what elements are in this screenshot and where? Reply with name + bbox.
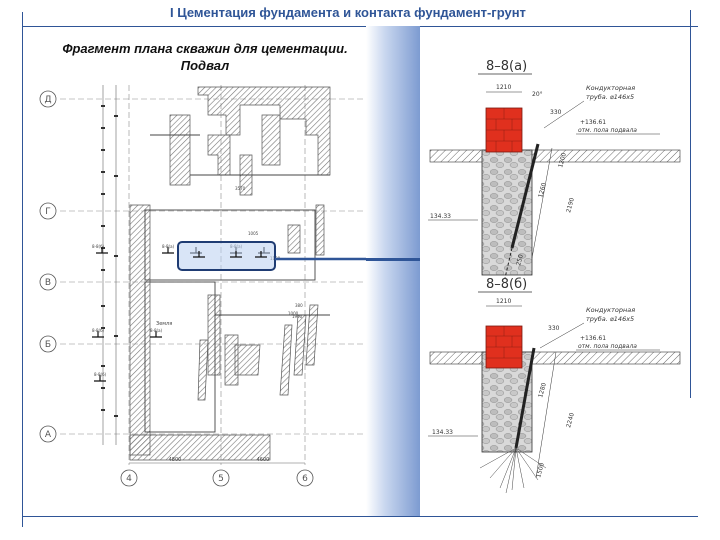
svg-text:Кондукторная: Кондукторная <box>586 306 635 314</box>
svg-text:1260: 1260 <box>537 182 548 199</box>
svg-text:1900: 1900 <box>292 314 303 319</box>
axis-row-v: В <box>45 278 51 288</box>
svg-text:8-8(а): 8-8(а) <box>150 328 163 333</box>
svg-text:труба. ⌀146x5: труба. ⌀146x5 <box>586 93 634 101</box>
axis-col-5: 5 <box>218 474 224 484</box>
svg-text:134.33: 134.33 <box>432 429 453 436</box>
svg-text:380: 380 <box>295 303 303 308</box>
decorative-gradient-band <box>366 26 420 516</box>
svg-text:1005: 1005 <box>248 231 259 236</box>
frame-bottom-line <box>22 516 698 517</box>
svg-text:8-8(б): 8-8(б) <box>92 328 105 333</box>
svg-text:1210: 1210 <box>496 298 511 305</box>
dim-bottom-2: 4600 <box>257 457 270 463</box>
axis-row-a: А <box>45 430 52 440</box>
section-b-title: 8–8(б) <box>486 277 527 292</box>
axis-row-g: Г <box>45 207 51 217</box>
svg-text:1210: 1210 <box>496 84 511 91</box>
svg-text:2190: 2190 <box>565 197 576 214</box>
room-label: Земля <box>156 321 172 327</box>
frame-left-line <box>22 12 23 527</box>
section-a-title: 8–8(а) <box>486 59 527 74</box>
axis-col-4: 4 <box>126 474 132 484</box>
svg-text:250: 250 <box>515 253 525 266</box>
highlighted-boreholes-box <box>177 241 276 271</box>
axis-row-d: Д <box>44 95 51 105</box>
svg-text:134.33: 134.33 <box>430 213 451 220</box>
svg-text:8-8(а): 8-8(а) <box>162 244 175 249</box>
svg-text:8-8(б): 8-8(б) <box>92 244 105 249</box>
axis-col-6: 6 <box>302 474 308 484</box>
dim-bottom-1: 4800 <box>169 457 182 463</box>
axis-row-b: Б <box>45 340 51 350</box>
svg-text:330: 330 <box>550 109 562 116</box>
svg-text:2240: 2240 <box>565 412 576 429</box>
svg-text:330: 330 <box>548 325 560 332</box>
boreholes-plan-drawing: Д Г В Б А 4 5 6 <box>30 75 366 500</box>
svg-text:1200: 1200 <box>557 152 568 169</box>
sections-drawing: 8–8(а) 1210 20° 330 Кондукторная труба. … <box>420 48 690 498</box>
svg-text:3570: 3570 <box>235 186 246 191</box>
svg-text:1280: 1280 <box>537 382 548 399</box>
plan-caption: Фрагмент плана скважин для цементации. П… <box>62 41 348 73</box>
frame-top-line <box>22 26 698 27</box>
frame-right-line <box>690 10 691 398</box>
svg-text:20°: 20° <box>532 91 543 98</box>
connector-line-extension <box>366 258 420 261</box>
svg-text:+136.61: +136.61 <box>580 335 606 342</box>
svg-text:труба. ⌀146x5: труба. ⌀146x5 <box>586 315 634 323</box>
svg-text:8-8(б): 8-8(б) <box>94 372 107 377</box>
svg-text:Кондукторная: Кондукторная <box>586 84 635 92</box>
svg-text:отм. пола подвала: отм. пола подвала <box>578 127 637 134</box>
svg-text:+136.61: +136.61 <box>580 119 606 126</box>
svg-text:1500: 1500 <box>535 462 546 479</box>
slide-title: I Цементация фундамента и контакта фунда… <box>170 5 526 20</box>
svg-text:1000: 1000 <box>288 311 299 316</box>
svg-text:отм. пола подвала: отм. пола подвала <box>578 343 637 350</box>
